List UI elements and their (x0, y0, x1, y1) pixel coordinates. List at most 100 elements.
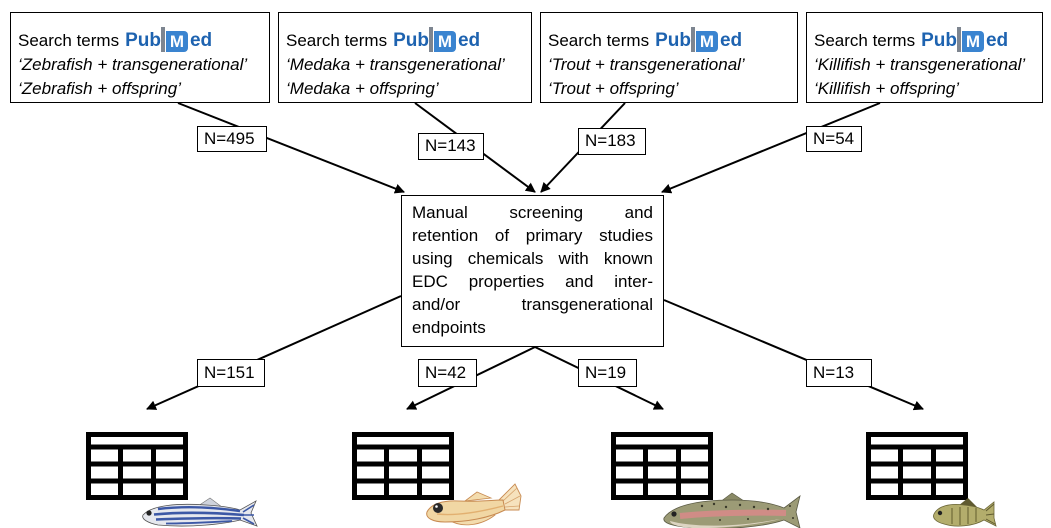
pubmed-logo-letter: M (169, 31, 185, 51)
trout-eye (671, 511, 677, 517)
medaka-tail-rays (502, 487, 521, 508)
medaka-lateral-line (436, 505, 504, 516)
pubmed-logo-prefix: Pub (393, 30, 429, 51)
pubmed-logo-letter: M (965, 31, 981, 51)
zebrafish-stripes (153, 504, 255, 525)
count-trout-retained: N=19 (578, 359, 637, 387)
zebrafish-eye (146, 510, 152, 516)
search-term: ‘Medaka + transgenerational’ (286, 55, 505, 74)
table-icon (866, 432, 968, 500)
search-term: ‘Trout + transgenerational’ (548, 55, 745, 74)
trout-spot (724, 505, 728, 509)
trout-spot (712, 502, 716, 506)
search-term: ‘Killifish + offspring’ (814, 79, 960, 98)
table-icon-grid (88, 444, 186, 498)
search-term: ‘Zebrafish + transgenerational’ (18, 55, 248, 74)
zebrafish-stripe (157, 506, 241, 513)
search-term: ‘Trout + offspring’ (548, 79, 679, 98)
killifish-bars (951, 507, 977, 525)
search-label: Search terms (286, 31, 388, 50)
trout-illustration (663, 492, 801, 528)
pubmed-logo-bar (956, 26, 961, 52)
table-icon (86, 432, 188, 500)
killifish-body (933, 501, 997, 527)
screening-text-line: Manual screening and (412, 203, 653, 222)
pubmed-logo-prefix: Pub (655, 30, 691, 51)
count-killifish-retained: N=13 (806, 359, 872, 387)
search-term: ‘Zebrafish + offspring’ (18, 79, 181, 98)
arrow-screening-to-killifish-table (663, 299, 924, 411)
zebrafish-stripe (165, 520, 233, 525)
zebrafish-illustration (142, 497, 258, 527)
screening-text-line: and/or transgenerational (412, 295, 653, 314)
killifish-illustration (933, 498, 997, 527)
search-label: Search terms (18, 31, 120, 50)
killifish-tail-rays (985, 503, 996, 525)
medaka-body (426, 499, 506, 523)
table-icon (352, 432, 454, 500)
arrow-screening-to-zebrafish-table (146, 295, 402, 410)
trout-spot (766, 507, 770, 511)
medaka-dorsal-fin (463, 491, 493, 502)
medaka-illustration (426, 483, 522, 526)
zebrafish-tail-stripes (242, 504, 255, 525)
medaka-eye-highlight (435, 505, 438, 508)
count-medaka-retained: N=42 (418, 359, 477, 387)
table-icon-grid (354, 444, 452, 498)
trout-spot (700, 504, 704, 508)
count-killifish-search: N=54 (806, 126, 862, 152)
search-label: Search terms (548, 31, 650, 50)
pubmed-logo-suffix: ed (189, 30, 213, 51)
trout-belly (670, 519, 780, 528)
trout-spots (700, 502, 794, 521)
count-zebrafish-search: N=495 (197, 126, 267, 152)
zebrafish-stripe (153, 511, 245, 517)
count-zebrafish-retained: N=151 (197, 359, 265, 387)
zebrafish-stripe (155, 516, 242, 521)
arrow-zebrafish-search-to-screening (177, 102, 405, 194)
medaka-eye (433, 503, 443, 513)
pubmed-logo-mark: M (956, 26, 984, 52)
screening-step-box: Manual screening and retention of primar… (401, 195, 664, 347)
arrow-killifish-search-to-screening (661, 102, 881, 194)
pubmed-logo-prefix: Pub (921, 30, 957, 51)
pubmed-logo-mark: M (428, 26, 456, 52)
table-icon-grid (868, 444, 966, 498)
pubmed-logo-bar (428, 26, 433, 52)
pubmed-logo-letter: M (437, 31, 453, 51)
search-term: ‘Killifish + transgenerational’ (814, 55, 1026, 74)
pubmed-logo-suffix: ed (719, 30, 743, 51)
screening-text-line: endpoints (412, 318, 486, 337)
table-icon (611, 432, 713, 500)
trout-spot (719, 519, 721, 521)
pubmed-logo-bar (690, 26, 695, 52)
trout-spot (792, 517, 794, 519)
pubmed-logo-prefix: Pub (125, 30, 161, 51)
pubmed-logo-suffix: ed (985, 30, 1009, 51)
trout-spot (738, 503, 742, 507)
pubmed-logo-mark: M (690, 26, 718, 52)
killifish-eye (937, 510, 943, 516)
pubmed-logo-suffix: ed (457, 30, 481, 51)
pubmed-logo-letter: M (699, 31, 715, 51)
trout-spot (747, 518, 749, 520)
search-label: Search terms (814, 31, 916, 50)
search-term: ‘Medaka + offspring’ (286, 79, 439, 98)
trout-spot (789, 505, 791, 507)
trout-pink-band (679, 509, 787, 519)
screening-text-line: using chemicals with known (412, 249, 653, 268)
